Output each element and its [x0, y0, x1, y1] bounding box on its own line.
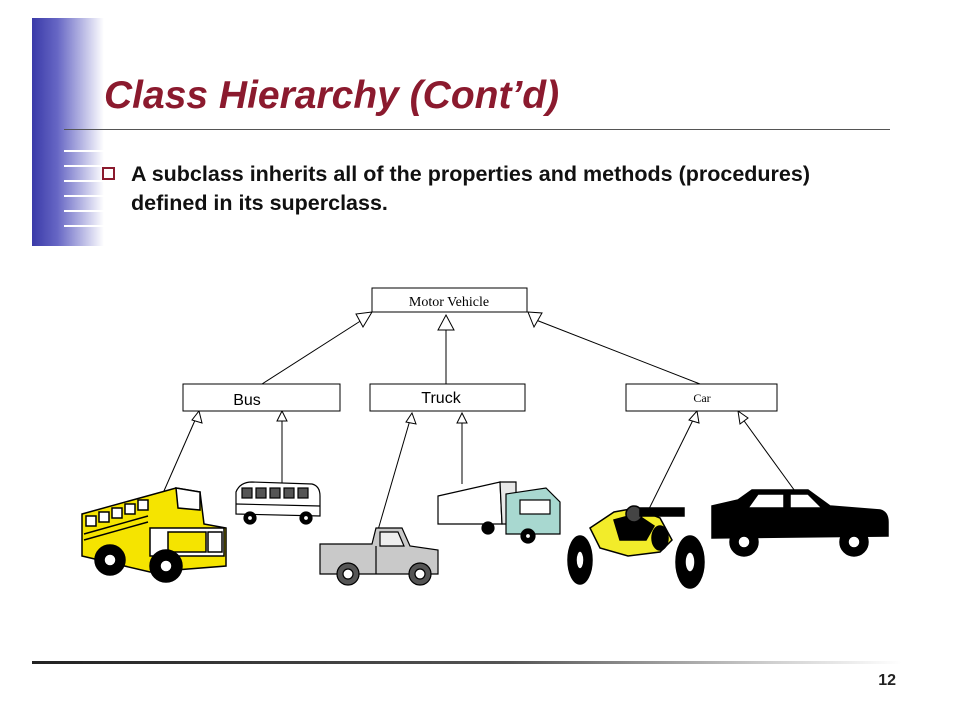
bullet-item: A subclass inherits all of the propertie…: [102, 160, 882, 218]
sedan-icon: [711, 489, 889, 557]
arrowhead-school-bus: [191, 409, 203, 424]
inheritance-connectors: [159, 319, 801, 531]
race-car-icon: [567, 505, 705, 589]
school-bus-icon: [81, 487, 227, 583]
arrowhead-race-car: [688, 409, 700, 424]
class-node-truck: Truck: [369, 383, 526, 412]
connector-race-car-to-car: [645, 417, 695, 516]
arrowhead-box-truck: [456, 411, 468, 424]
arrowhead-sedan: [737, 409, 749, 425]
title-divider: [64, 129, 890, 130]
bullet-square-icon: [102, 167, 115, 180]
footer-divider: [32, 661, 902, 664]
motor-vehicle-label: Motor Vehicle: [409, 295, 489, 310]
connector-pickup-to-truck: [377, 419, 411, 531]
car-label: Car: [693, 391, 710, 405]
arrowhead-pickup: [405, 411, 417, 425]
class-node-bus: Bus: [182, 383, 341, 412]
connector-car-to-motor-vehicle: [535, 319, 701, 385]
slide-title: Class Hierarchy (Cont’d): [104, 74, 560, 117]
bus-label: Bus: [233, 392, 261, 409]
pickup-truck-icon: [319, 527, 439, 586]
connector-bus-to-motor-vehicle: [261, 319, 363, 385]
city-bus-icon: [235, 481, 321, 525]
arrowhead-car-to-motor-vehicle: [527, 311, 543, 329]
connector-sedan-to-car: [741, 417, 801, 499]
truck-label: Truck: [421, 390, 461, 407]
class-node-car: Car: [625, 383, 778, 412]
connector-school-bus-to-bus: [159, 417, 197, 501]
page-number: 12: [878, 672, 896, 689]
bullet-text: A subclass inherits all of the propertie…: [131, 162, 810, 215]
arrowhead-city-bus: [276, 409, 288, 422]
arrowhead-bus-to-motor-vehicle: [355, 311, 373, 329]
arrowhead-truck-to-motor-vehicle: [437, 313, 455, 331]
class-node-motor-vehicle: Motor Vehicle: [371, 287, 528, 313]
box-truck-icon: [437, 481, 561, 544]
inheritance-arrowheads: [191, 311, 749, 425]
accent-lines: [64, 150, 104, 240]
